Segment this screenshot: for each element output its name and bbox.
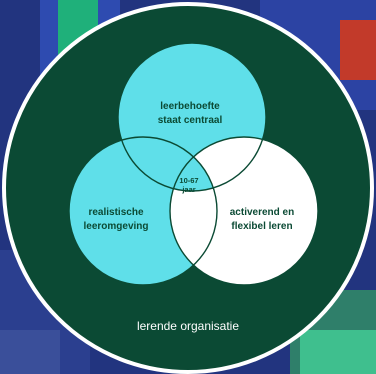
label-center: 10-67 jaar bbox=[179, 176, 199, 194]
label-right-circle: activerend en flexibel leren bbox=[229, 207, 295, 232]
label-top-circle: leerbehoefte staat centraal bbox=[157, 101, 223, 126]
circle-left-outline bbox=[68, 136, 218, 286]
label-outer-circle: lerende organisatie bbox=[136, 319, 240, 333]
circle-right-outline bbox=[169, 136, 319, 286]
circle-top-outline bbox=[117, 42, 267, 192]
label-left-circle: realistische leeromgeving bbox=[83, 207, 149, 232]
